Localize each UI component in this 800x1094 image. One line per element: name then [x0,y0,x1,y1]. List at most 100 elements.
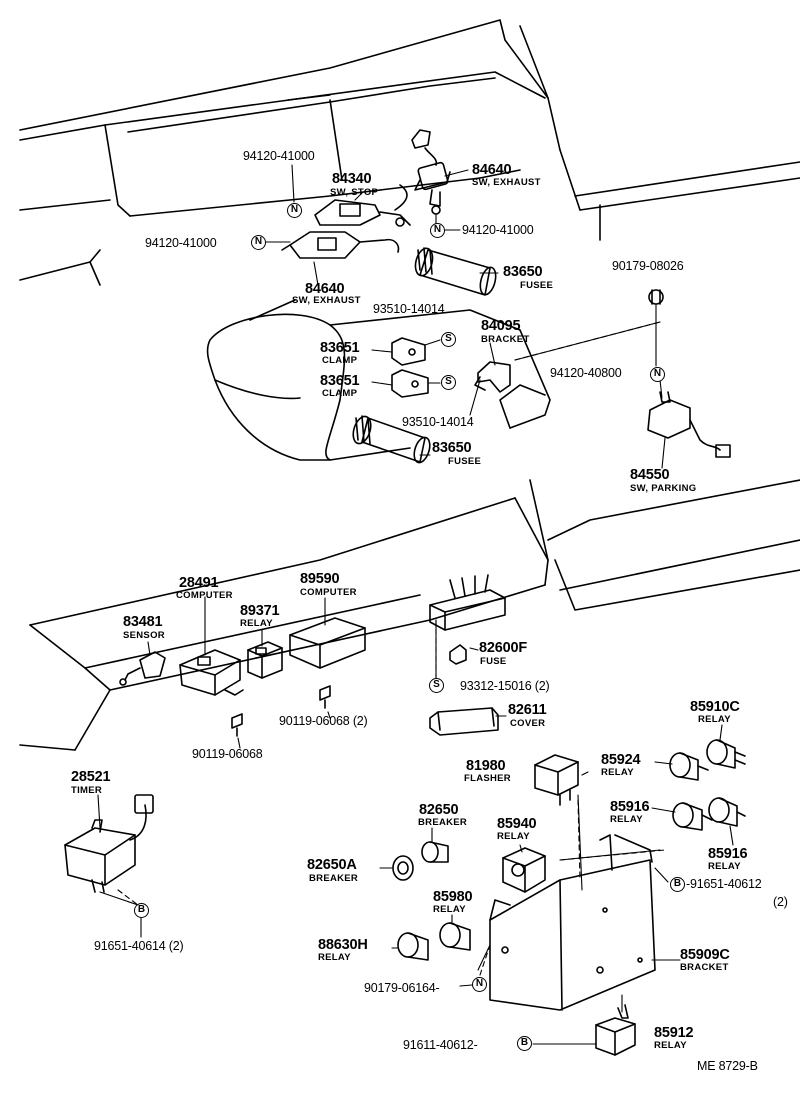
part-number-83650-lower[interactable]: 83650 [432,440,472,456]
part-number-93510-14014-upper[interactable]: 93510-14014 [373,302,445,316]
part-number-82650[interactable]: 82650 [419,802,459,818]
relay-85912-drawing [595,1004,636,1056]
part-number-91611-40612-text: 91611-40612 [403,1038,474,1052]
part-name-82611: COVER [510,718,546,729]
part-name-83650-upper: FUSEE [520,280,554,291]
part-number-84640-lower[interactable]: 84640 [305,281,345,297]
part-number-28491[interactable]: 28491 [179,575,219,591]
part-number-85924[interactable]: 85924 [601,752,641,768]
clip-n-marker: N [430,223,445,238]
part-number-85980[interactable]: 85980 [433,889,473,905]
part-number-82611[interactable]: 82611 [508,702,547,718]
computer-28491-drawing [179,649,244,696]
part-qty-91651-40612: (2) [773,895,788,909]
part-number-83650-upper[interactable]: 83650 [503,264,543,280]
part-name-84640-upper: SW, EXHAUST [472,177,541,188]
relay-85916-left-drawing [672,802,713,831]
upper-dashboard-outline [19,19,800,286]
part-number-90179-08026[interactable]: 90179-08026 [612,259,684,273]
exhaust-switch-upper-drawing [411,129,451,215]
part-number-84340[interactable]: 84340 [332,171,372,187]
part-name-82650A: BREAKER [309,873,359,884]
part-name-81980: FLASHER [464,773,511,784]
part-number-90119-06068-lower[interactable]: 90119-06068 [192,747,263,761]
flasher-drawing [534,754,579,806]
part-number-93312-15016[interactable]: 93312-15016 (2) [460,680,550,693]
breaker-82650-drawing [421,841,449,863]
part-number-91651-40612[interactable]: -91651-40612 [686,877,762,891]
part-number-88630H[interactable]: 88630H [318,937,368,953]
part-number-90119-06068-upper[interactable]: 90119-06068 (2) [279,715,368,728]
part-number-93510-14014-lower[interactable]: 93510-14014 [402,415,474,429]
stop-switch-drawing [314,184,411,227]
timer-drawing [64,794,154,893]
part-name-82600F: FUSE [480,656,507,667]
part-number-91651-40614[interactable]: 91651-40614 (2) [94,939,184,953]
dashed-guides [117,321,666,976]
part-number-94120-41000-top[interactable]: 94120-41000 [243,149,315,163]
bolt-b-marker: B [517,1036,532,1051]
part-name-85912: RELAY [654,1040,687,1051]
screw-s-marker: S [441,375,456,390]
part-name-84340: SW, STOP [330,187,379,198]
clip-n-marker: N [472,977,487,992]
part-qty-90119-06068: (2) [352,714,368,728]
fuse-block-drawing [429,574,506,631]
part-name-28491: COMPUTER [176,590,233,601]
part-name-89371: RELAY [240,618,273,629]
relay-85940-drawing [502,847,546,893]
screw-90119-drawing [231,685,331,737]
part-name-85916-left: RELAY [610,814,643,825]
part-number-90179-06164[interactable]: 90179-06164- [364,981,440,995]
part-number-83651-upper[interactable]: 83651 [320,340,360,356]
part-name-85924: RELAY [601,767,634,778]
relay-85916-right-drawing [708,797,746,827]
part-number-85909C[interactable]: 85909C [680,947,730,963]
part-name-85909C: BRACKET [680,962,729,973]
part-name-83481: SENSOR [123,630,165,641]
part-number-82650A[interactable]: 82650A [307,857,357,873]
fuse-82600F-drawing [449,644,467,665]
relay-85924-drawing [669,752,709,781]
relay-bracket-drawing [489,834,656,1011]
part-name-84095: BRACKET [481,334,530,345]
computer-89590-drawing [289,617,366,669]
part-name-85980: RELAY [433,904,466,915]
part-number-84640-upper[interactable]: 84640 [472,162,512,178]
part-number-83481[interactable]: 83481 [123,614,163,630]
part-number-28521[interactable]: 28521 [71,769,111,785]
part-number-94120-40800[interactable]: 94120-40800 [550,366,622,380]
clamp-lower-drawing [391,369,429,398]
part-number-83651-lower[interactable]: 83651 [320,373,360,389]
relay-85980-drawing [439,922,471,951]
fusee-bracket-drawing [474,361,511,393]
fuse-cover-drawing [429,707,499,736]
part-number-90119-06068-upper-text: 90119-06068 [279,714,350,728]
exhaust-switch-lower-drawing [281,231,400,259]
part-number-94120-41000-right[interactable]: 94120-41000 [462,223,534,237]
part-number-84550[interactable]: 84550 [630,467,670,483]
part-name-84550: SW, PARKING [630,483,697,494]
center-console-cushion [206,299,551,461]
part-number-81980[interactable]: 81980 [466,758,506,774]
part-qty-91651-40614: (2) [168,939,184,953]
part-number-85912[interactable]: 85912 [654,1025,694,1041]
breaker-82650A-drawing [392,855,414,881]
relay-88630H-drawing [397,932,429,961]
leader-lines [97,164,734,1045]
part-name-85910C: RELAY [698,714,731,725]
part-number-85916-right[interactable]: 85916 [708,846,748,862]
clip-n-marker: N [251,235,266,250]
fusee-lower-drawing [352,415,431,464]
part-number-85916-left[interactable]: 85916 [610,799,650,815]
part-number-89590[interactable]: 89590 [300,571,340,587]
part-number-89371[interactable]: 89371 [240,603,280,619]
part-number-84095[interactable]: 84095 [481,318,521,334]
part-number-85940[interactable]: 85940 [497,816,537,832]
clamp-upper-drawing [391,337,426,366]
part-number-94120-41000-left[interactable]: 94120-41000 [145,236,217,250]
part-number-91611-40612[interactable]: 91611-40612- [403,1038,478,1052]
part-number-85910C[interactable]: 85910C [690,699,740,715]
part-number-82600F[interactable]: 82600F [479,640,527,656]
bolt-b-marker: B [670,877,685,892]
